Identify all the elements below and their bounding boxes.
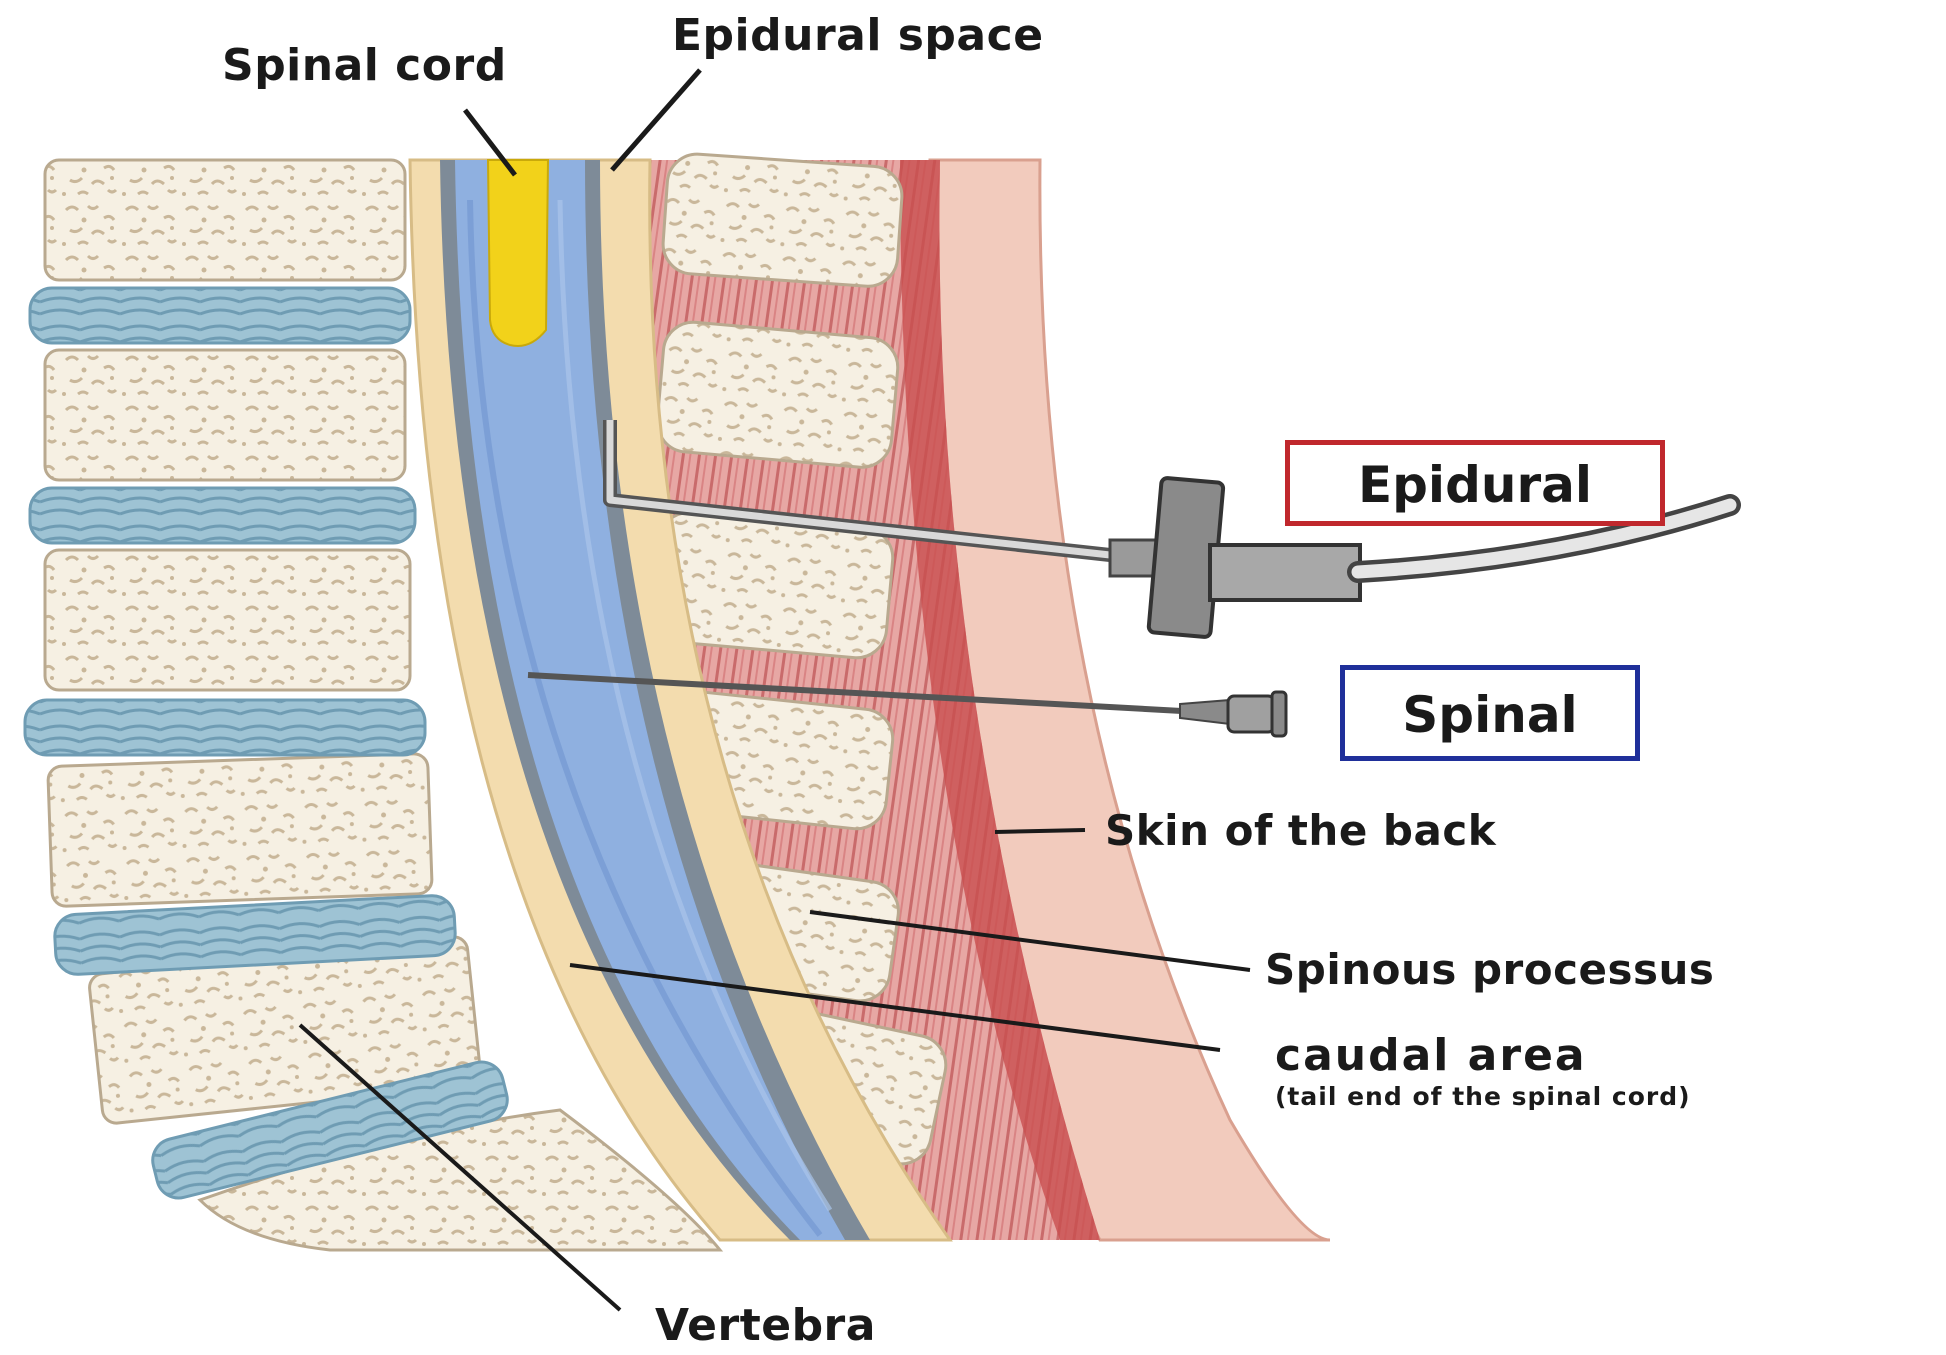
intervertebral-disc-1 bbox=[30, 288, 410, 343]
spinal-cord bbox=[488, 160, 548, 346]
label-epidural: Epidural bbox=[1285, 440, 1665, 526]
intervertebral-disc-2 bbox=[30, 488, 415, 543]
spinous-process-1 bbox=[661, 152, 904, 288]
label-vertebra: Vertebra bbox=[655, 1300, 876, 1351]
label-spinal: Spinal bbox=[1340, 665, 1640, 761]
spinal-needle-hub bbox=[1228, 696, 1274, 732]
vertebral-body-1 bbox=[45, 160, 405, 280]
vertebral-body-3 bbox=[45, 550, 410, 690]
label-caudal-area-note: (tail end of the spinal cord) bbox=[1275, 1082, 1691, 1111]
epidural-hub-body bbox=[1210, 545, 1360, 600]
spinal-needle-taper bbox=[1180, 700, 1230, 724]
label-skin-of-the-back: Skin of the back bbox=[1105, 806, 1496, 855]
spinal-needle-cap bbox=[1272, 692, 1286, 736]
leader-skin bbox=[995, 830, 1085, 832]
vertebral-body-4 bbox=[48, 753, 433, 906]
label-epidural-space: Epidural space bbox=[672, 10, 1044, 61]
label-spinal-cord: Spinal cord bbox=[222, 40, 507, 91]
label-spinous-processus: Spinous processus bbox=[1265, 945, 1714, 994]
label-caudal-area: caudal area bbox=[1275, 1030, 1587, 1081]
vertebral-body-2 bbox=[45, 350, 405, 480]
spinous-process-2 bbox=[655, 320, 900, 470]
intervertebral-disc-3 bbox=[25, 700, 425, 755]
